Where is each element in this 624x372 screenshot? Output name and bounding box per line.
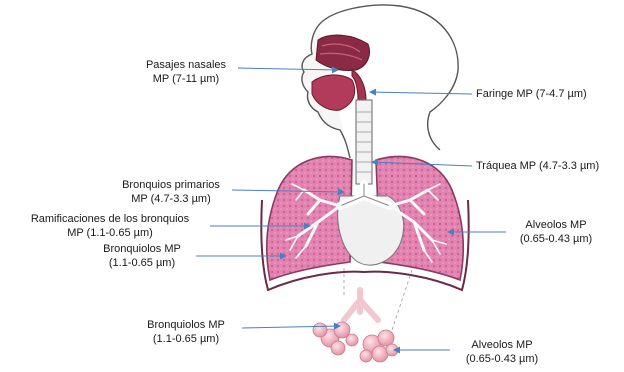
label-bronchi-branches-line2: MP (1.1-0.65 µm) bbox=[10, 226, 210, 240]
label-alveoli-lower-line2: (0.65-0.43 µm) bbox=[454, 352, 550, 366]
nasal-cavity bbox=[316, 35, 370, 70]
label-alveoli-right: Alveolos MP (0.65-0.43 µm) bbox=[508, 218, 604, 246]
label-nasal: Pasajes nasales MP (7-11 µm) bbox=[136, 58, 236, 86]
label-bronchioles-lower-line1: Bronquiolos MP bbox=[134, 318, 238, 332]
label-trachea-line1: Tráquea MP (4.7-3.3 µm) bbox=[476, 159, 599, 173]
label-bronchioles-upper: Bronquiolos MP (1.1-0.65 µm) bbox=[90, 242, 194, 270]
label-nasal-line2: MP (7-11 µm) bbox=[136, 72, 236, 86]
label-alveoli-right-line2: (0.65-0.43 µm) bbox=[508, 232, 604, 246]
trachea bbox=[356, 100, 372, 184]
label-primary-bronchi-line1: Bronquios primarios bbox=[110, 178, 232, 192]
label-bronchi-branches: Ramificaciones de los bronquios MP (1.1-… bbox=[10, 212, 210, 240]
label-primary-bronchi: Bronquios primarios MP (4.7-3.3 µm) bbox=[110, 178, 232, 206]
label-trachea: Tráquea MP (4.7-3.3 µm) bbox=[476, 159, 599, 173]
label-bronchioles-upper-line1: Bronquiolos MP bbox=[90, 242, 194, 256]
label-alveoli-lower: Alveolos MP (0.65-0.43 µm) bbox=[454, 338, 550, 366]
label-alveoli-right-line1: Alveolos MP bbox=[508, 218, 604, 232]
label-pharynx-line1: Faringe MP (7-4.7 µm) bbox=[476, 87, 587, 101]
label-pharynx: Faringe MP (7-4.7 µm) bbox=[476, 87, 587, 101]
label-alveoli-lower-line1: Alveolos MP bbox=[454, 338, 550, 352]
arrow-pharynx bbox=[370, 92, 472, 94]
label-bronchi-branches-line1: Ramificaciones de los bronquios bbox=[10, 212, 210, 226]
label-bronchioles-lower-line2: (1.1-0.65 µm) bbox=[134, 332, 238, 346]
label-bronchioles-upper-line2: (1.1-0.65 µm) bbox=[90, 256, 194, 270]
label-primary-bronchi-line2: MP (4.7-3.3 µm) bbox=[110, 192, 232, 206]
label-bronchioles-lower: Bronquiolos MP (1.1-0.65 µm) bbox=[134, 318, 238, 346]
label-nasal-line1: Pasajes nasales bbox=[136, 58, 236, 72]
